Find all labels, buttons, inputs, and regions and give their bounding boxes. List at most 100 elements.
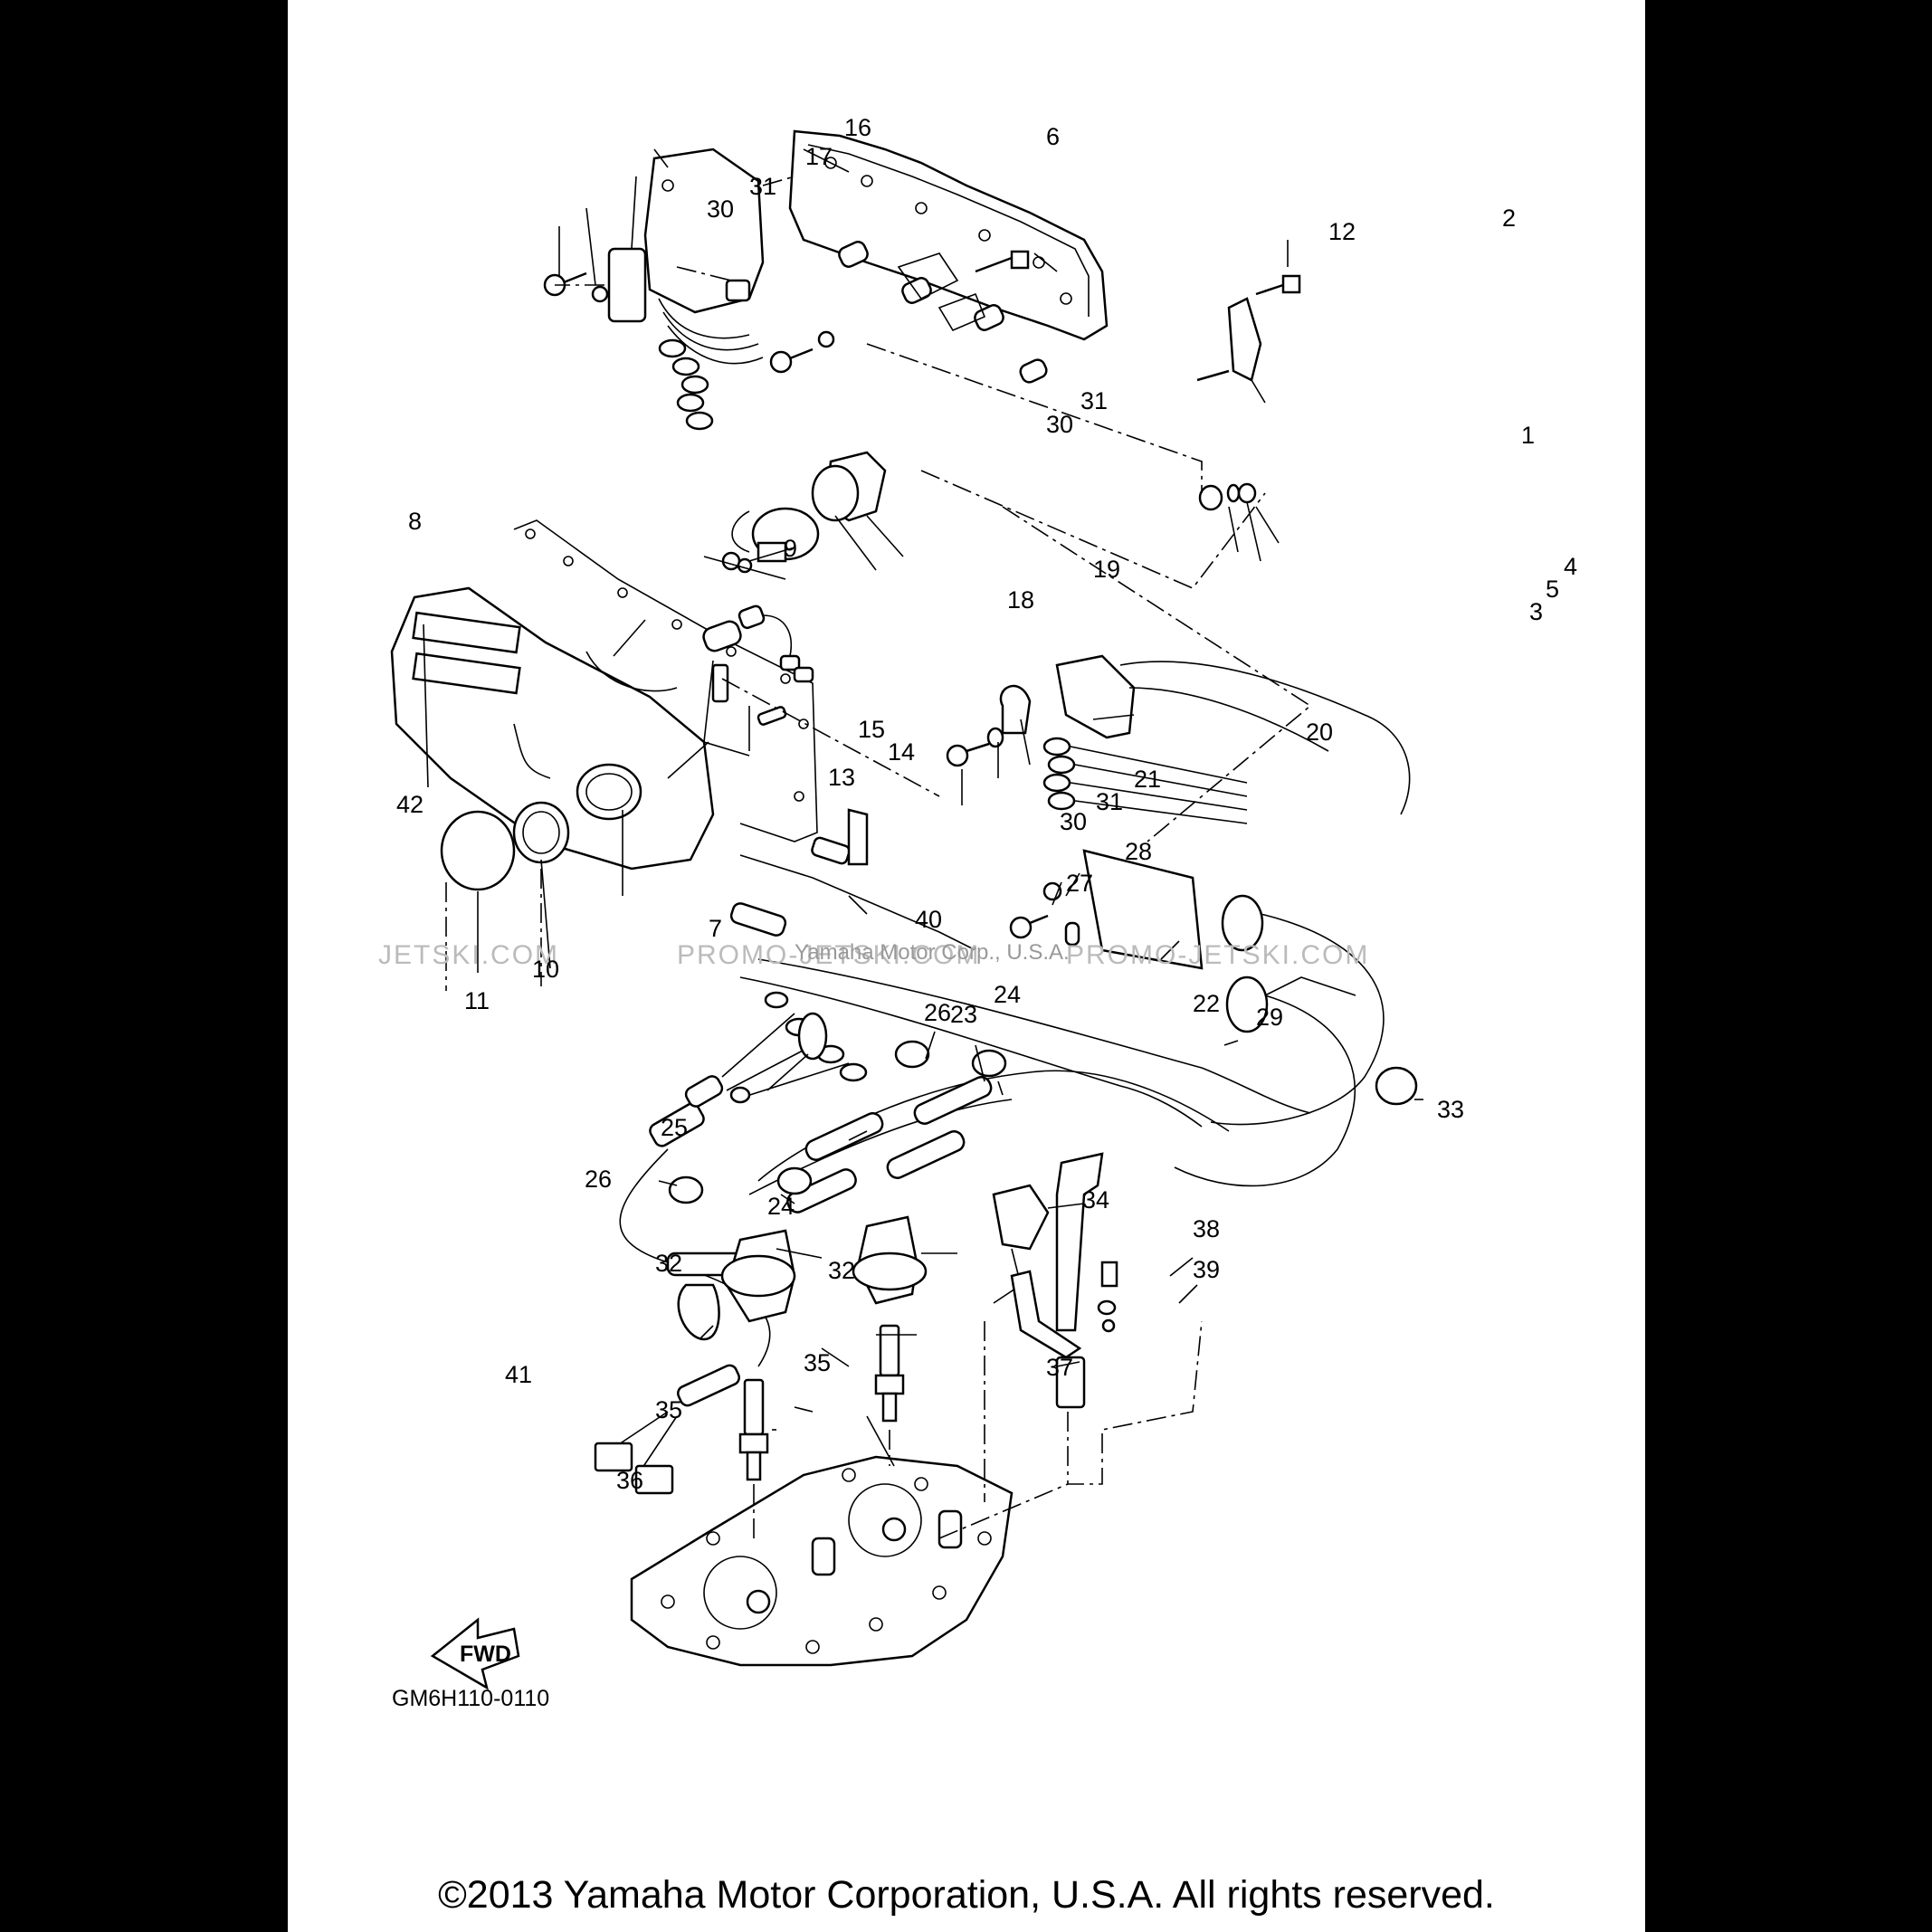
plug-cap-32-b xyxy=(852,1215,928,1305)
nut-3 xyxy=(1198,484,1223,511)
callout: 39 xyxy=(1193,1256,1220,1283)
copyright-notice: ©2013 Yamaha Motor Corporation, U.S.A. A… xyxy=(438,1873,1495,1917)
callout: 36 xyxy=(616,1467,643,1494)
starter-relay-19 xyxy=(811,451,887,522)
hoses-23-25 xyxy=(786,1076,993,1213)
callout: 22 xyxy=(1193,990,1220,1017)
callout: 41 xyxy=(505,1361,532,1388)
callout: 7 xyxy=(709,915,722,942)
callout: 17 xyxy=(805,143,833,170)
callout: 13 xyxy=(828,764,855,791)
fuse-holder-13 xyxy=(702,604,814,726)
bracket-1 xyxy=(1196,297,1262,382)
bolt-38 xyxy=(1100,1261,1118,1288)
callout: 35 xyxy=(655,1396,682,1423)
callout: 30 xyxy=(1060,808,1087,835)
sensor-lead xyxy=(729,1012,828,1104)
callout: 4 xyxy=(1564,553,1577,580)
callout: 32 xyxy=(655,1250,682,1277)
wire-harness-36 xyxy=(594,991,868,1495)
spark-plug-leads xyxy=(739,958,1311,1195)
washer-39 xyxy=(1097,1299,1117,1316)
clamp-24-b xyxy=(776,1166,813,1195)
callout: 40 xyxy=(915,906,942,933)
callout: 27 xyxy=(1066,870,1093,897)
callout: 24 xyxy=(994,981,1021,1008)
watermark-left: JETSKI.COM xyxy=(378,940,559,970)
callout: 18 xyxy=(1007,586,1034,614)
callout: 38 xyxy=(1193,1215,1220,1242)
callout: 10 xyxy=(532,956,559,983)
clamp-33 xyxy=(1375,1066,1418,1106)
fwd-text: FWD xyxy=(460,1642,511,1667)
clamp-26-b xyxy=(668,1175,704,1204)
spark-plug-35-a xyxy=(738,1378,769,1481)
callout: 8 xyxy=(408,508,422,535)
callout: 26 xyxy=(924,999,951,1026)
reference-lines xyxy=(445,176,1312,1539)
callout: 35 xyxy=(804,1349,831,1376)
callout: 28 xyxy=(1125,838,1152,865)
callout: 26 xyxy=(585,1166,612,1193)
callout: 12 xyxy=(1328,218,1356,245)
callout: 6 xyxy=(1046,123,1060,150)
callout-labels: 1 2 3 4 5 6 7 8 9 10 11 12 13 14 15 16 1… xyxy=(396,114,1577,1494)
seal-10 xyxy=(512,801,570,864)
callout: 25 xyxy=(661,1114,688,1141)
callout: 31 xyxy=(749,173,776,200)
callout: 14 xyxy=(888,738,915,766)
exploded-parts-diagram: FWD xyxy=(378,114,1577,1711)
callout: 11 xyxy=(464,987,490,1014)
callout: 16 xyxy=(844,114,871,141)
callout: 24 xyxy=(767,1193,795,1220)
screw-27 xyxy=(1009,914,1049,939)
relay-18 xyxy=(721,507,820,574)
callout: 15 xyxy=(858,716,885,743)
wire-ends-20 xyxy=(1042,737,1248,824)
callout: 33 xyxy=(1437,1096,1464,1123)
spark-plug-35-b xyxy=(874,1324,905,1423)
rectifier-regulator xyxy=(607,148,765,431)
callout: 1 xyxy=(1521,422,1535,449)
callout: 34 xyxy=(1082,1186,1109,1213)
screw-30-right xyxy=(946,727,1004,767)
diagram-sheet: FWD xyxy=(288,0,1645,1932)
leader-lines xyxy=(423,148,1423,1467)
fwd-arrow: FWD xyxy=(430,1617,520,1690)
callout: 30 xyxy=(707,195,734,223)
callout: 31 xyxy=(1080,387,1108,414)
callout: 30 xyxy=(1046,411,1073,438)
electrical-box-cover xyxy=(390,519,818,871)
callout: 2 xyxy=(1502,205,1516,232)
clamp-26-a xyxy=(894,1040,930,1069)
callout: 31 xyxy=(1096,788,1123,815)
callout: 37 xyxy=(1046,1354,1073,1381)
sensor-bracket-37 xyxy=(1010,1152,1116,1409)
screw-30-mid xyxy=(769,330,835,374)
clip-41 xyxy=(677,1283,720,1341)
diagram-code: GM6H110-0110 xyxy=(392,1686,549,1711)
cap-11 xyxy=(440,810,516,891)
washer-4 xyxy=(1237,482,1257,504)
callout: 29 xyxy=(1256,1004,1283,1031)
callout: 21 xyxy=(1134,766,1161,793)
screw-30-top xyxy=(543,271,609,303)
plug-cap-32-a xyxy=(720,1229,796,1323)
callout: 19 xyxy=(1093,556,1120,583)
callout: 32 xyxy=(828,1257,855,1284)
ignition-coil-22 xyxy=(1042,849,1385,1187)
cable-40 xyxy=(729,808,976,951)
watermark-mid: PROMO-JETSKI.COM xyxy=(677,940,980,970)
watermark-right: PROMO-JETSKI.COM xyxy=(1066,940,1369,970)
callout: 9 xyxy=(784,535,797,562)
callout: 3 xyxy=(1529,598,1543,625)
clamp-21 xyxy=(999,684,1032,735)
bolt-12 xyxy=(975,250,1030,273)
callout: 5 xyxy=(1546,576,1559,603)
washer-5 xyxy=(1226,483,1241,503)
electrical-box-top xyxy=(788,129,1109,384)
watermark-center: Yamaha Motor Corp., U.S.A. xyxy=(795,940,1070,965)
cylinder-head xyxy=(630,1455,1014,1667)
callout: 20 xyxy=(1306,719,1333,746)
callout: 23 xyxy=(950,1001,977,1028)
